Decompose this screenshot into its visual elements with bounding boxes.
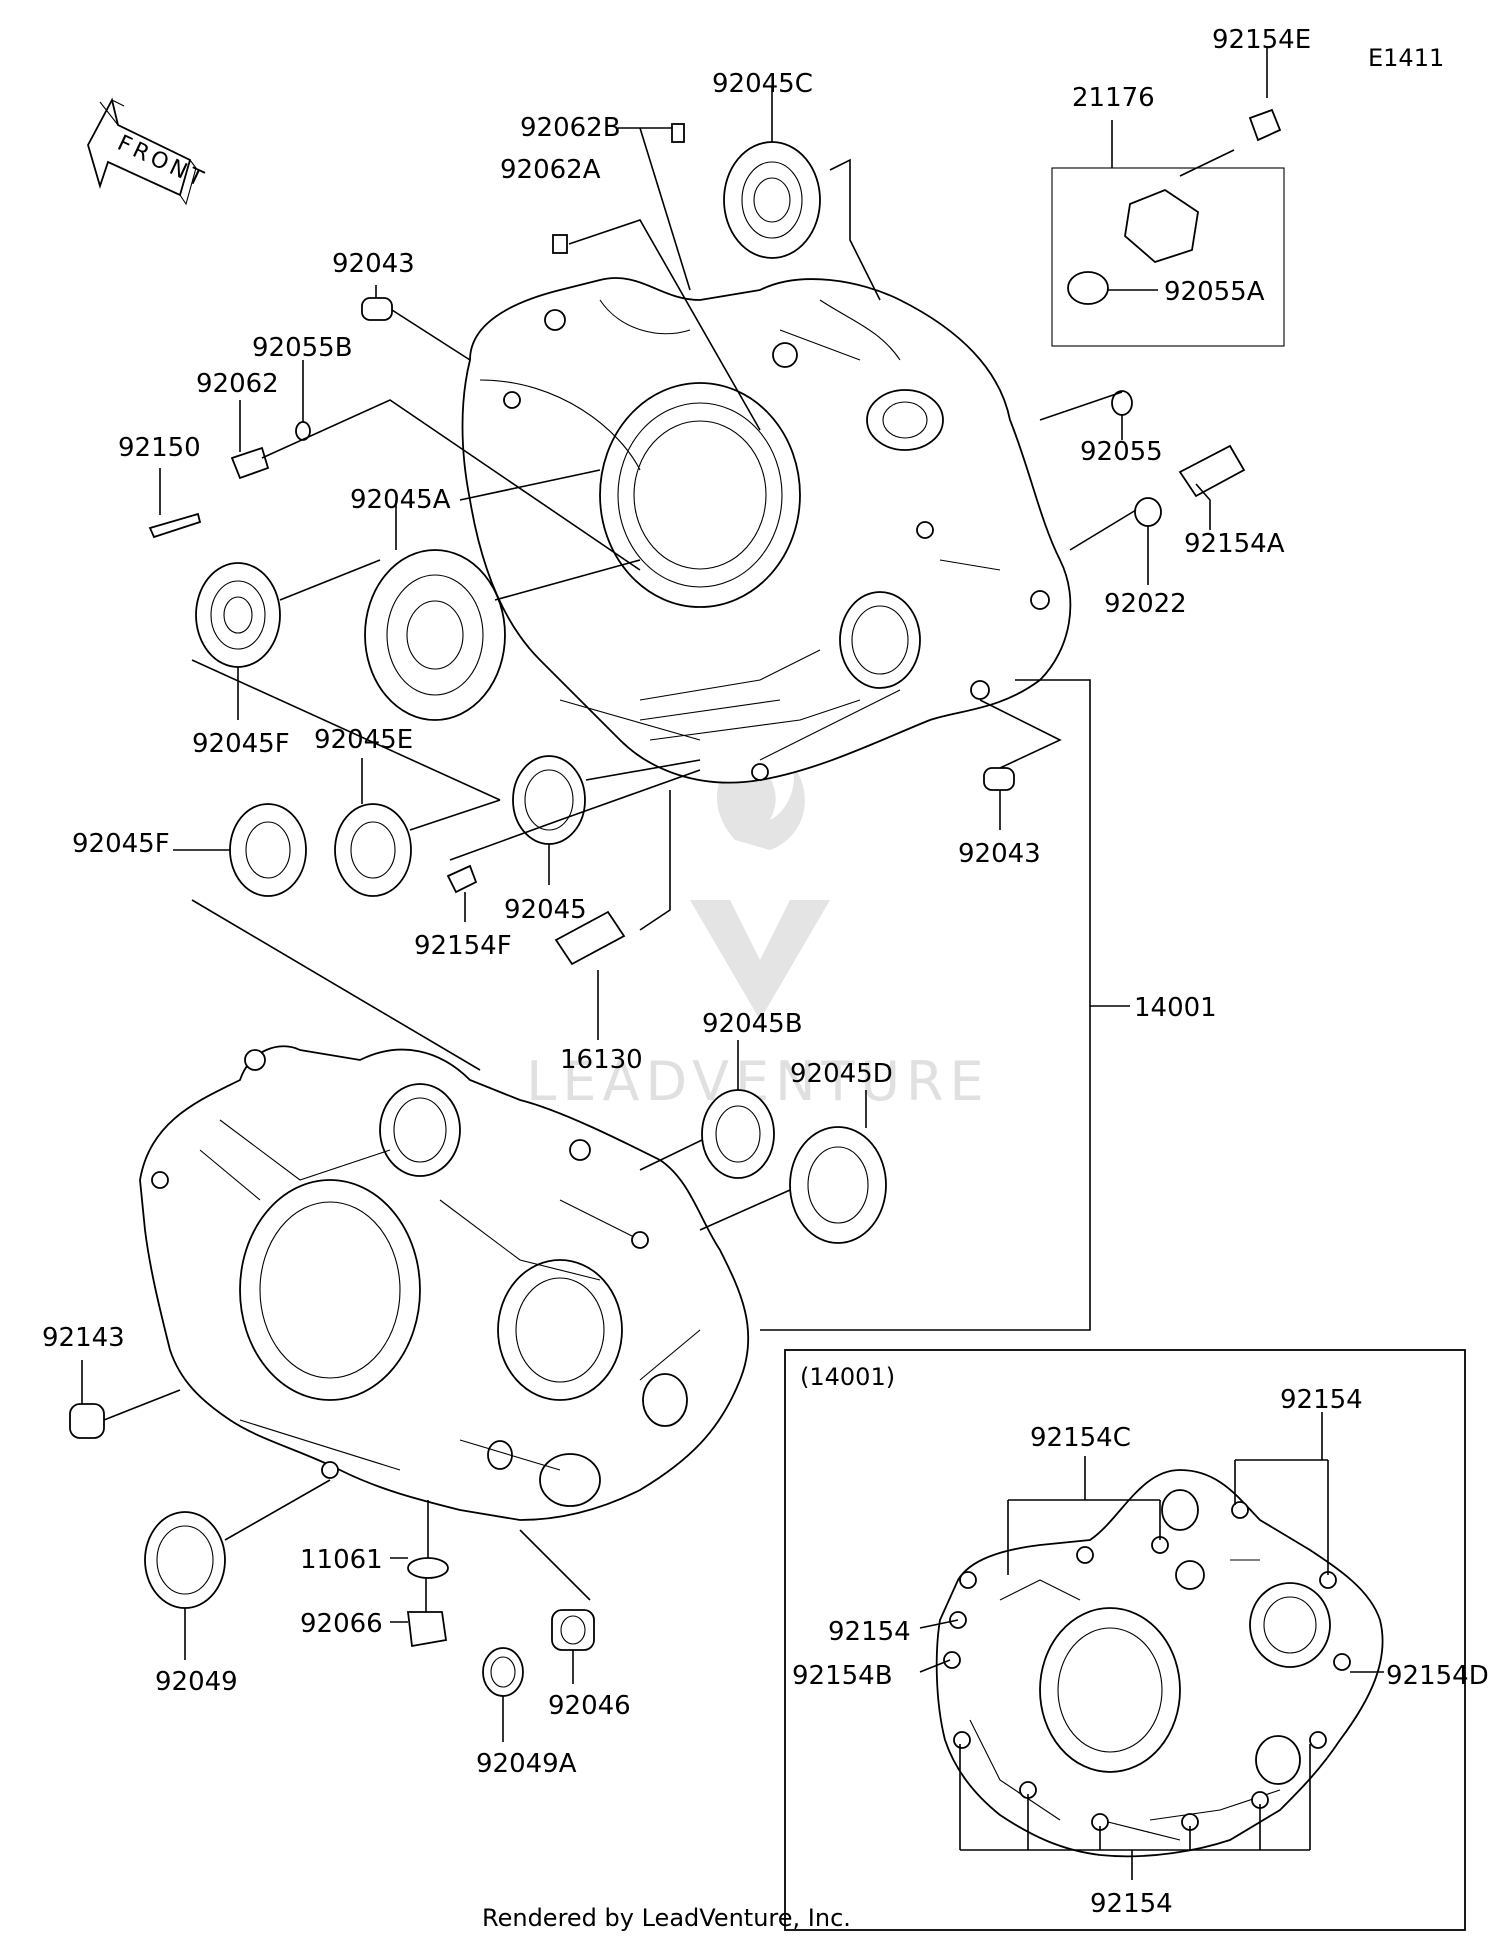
bolt-92150: [148, 512, 202, 539]
bolt-92154e: [1248, 108, 1282, 142]
plug-92062b: [671, 123, 685, 143]
label-92045b: 92045B: [702, 1009, 803, 1039]
label-92055b: 92055B: [252, 333, 353, 363]
leader-lines: [81, 46, 1268, 1742]
part-labels: 92154E 21176 92045C 92062B 92062A 92043 …: [42, 25, 1311, 1779]
bearing-92045e: [334, 803, 412, 897]
label-92045: 92045: [504, 895, 587, 925]
label-11061: 11061: [300, 1545, 383, 1575]
label-92143: 92143: [42, 1323, 125, 1353]
bearing-92045a: [364, 549, 506, 721]
label-92154a: 92154A: [1184, 529, 1285, 559]
label-14001: 14001: [1134, 993, 1217, 1023]
label-92055: 92055: [1080, 437, 1163, 467]
oil-seal-92049a: [482, 1647, 524, 1697]
inset-label-92154-left: 92154: [828, 1617, 911, 1647]
dowel-pin-92043-mid: [983, 767, 1015, 791]
diagram-code: E1411: [1368, 44, 1444, 72]
plug-92062a: [552, 234, 568, 254]
label-92045e: 92045E: [314, 725, 413, 755]
label-92045a: 92045A: [350, 485, 451, 515]
label-16130: 16130: [560, 1045, 643, 1075]
bearing-92045f-mid: [229, 803, 307, 897]
label-92045d: 92045D: [790, 1059, 893, 1089]
bearing-92045f-top: [195, 562, 281, 668]
inset-label-92154-top: 92154: [1280, 1385, 1363, 1415]
label-92062b: 92062B: [520, 113, 621, 143]
label-92045c: 92045C: [712, 69, 813, 99]
oil-seal-92049: [144, 1511, 226, 1609]
bearing-92045d: [789, 1126, 887, 1244]
crankcase-left-half: [139, 1045, 750, 1521]
fitting-92062: [230, 446, 270, 480]
label-92062a: 92062A: [500, 155, 601, 185]
label-92046: 92046: [548, 1691, 631, 1721]
needle-bearing-92046: [551, 1609, 595, 1651]
fitting-16130: [554, 910, 626, 966]
label-92049: 92049: [155, 1667, 238, 1697]
label-92049a: 92049A: [476, 1749, 577, 1779]
label-92022: 92022: [1104, 589, 1187, 619]
label-92154e: 92154E: [1212, 25, 1311, 55]
inset-label-92154-bottom: 92154: [1090, 1889, 1173, 1919]
dowel-pin-92043-top: [361, 297, 393, 321]
inset-label-92154c: 92154C: [1030, 1423, 1131, 1453]
inset-label-92154b: 92154B: [792, 1661, 893, 1691]
bolt-92154a: [1178, 444, 1246, 498]
label-92150: 92150: [118, 433, 201, 463]
front-arrow-icon: FRONT: [87, 97, 210, 206]
label-21176: 21176: [1072, 83, 1155, 113]
label-92043-top: 92043: [332, 249, 415, 279]
washer-92022: [1134, 497, 1162, 527]
sensor-21176: [1051, 167, 1285, 347]
collar-92143: [69, 1403, 105, 1439]
label-92062: 92062: [196, 369, 279, 399]
crankcase-right-half: [461, 277, 1072, 784]
gasket-11061: [407, 1557, 449, 1579]
bearing-92045b: [701, 1089, 775, 1179]
label-92055a: 92055A: [1164, 277, 1265, 307]
label-92045f-mid: 92045F: [72, 829, 170, 859]
bearing-92045: [512, 755, 586, 845]
label-92066: 92066: [300, 1609, 383, 1639]
inset-title: (14001): [800, 1363, 895, 1391]
inset-14001: (14001) 92154 92154C 92154: [784, 1349, 1489, 1931]
inset-label-92154d: 92154D: [1386, 1661, 1489, 1691]
label-92045f-top: 92045F: [192, 729, 290, 759]
bearing-92045c: [723, 141, 821, 259]
label-92154f: 92154F: [414, 931, 512, 961]
label-92043-mid: 92043: [958, 839, 1041, 869]
plug-92066: [406, 1611, 448, 1648]
bolt-92154f: [446, 864, 478, 894]
footer-credit: Rendered by LeadVenture, Inc.: [482, 1904, 851, 1932]
